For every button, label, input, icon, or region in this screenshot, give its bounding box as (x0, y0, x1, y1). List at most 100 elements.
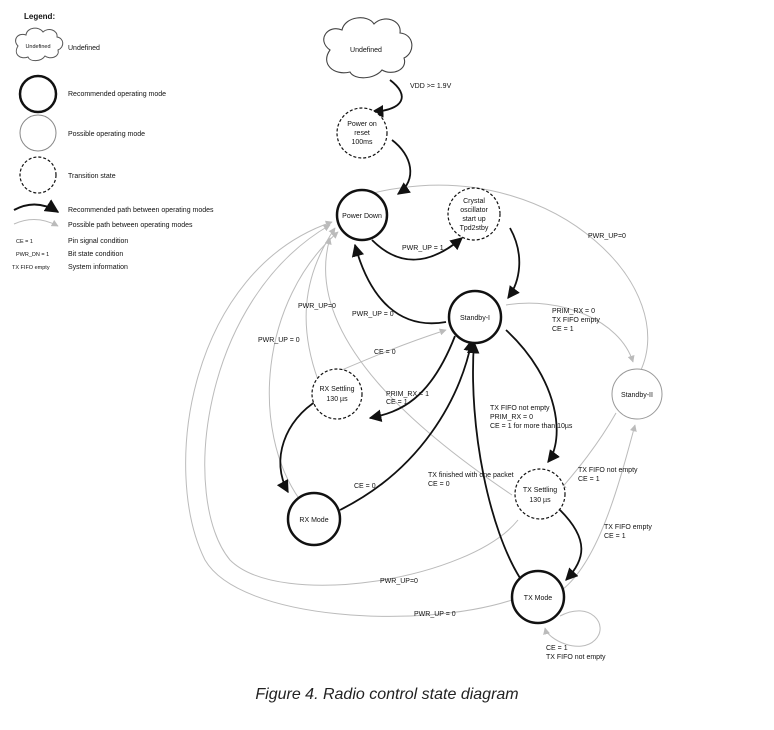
path-tx-mode-self-loop (543, 610, 601, 647)
label-tx-finished-line-1: TX finished with one packet (428, 472, 514, 479)
standby-i-label: Standby-I (460, 315, 490, 322)
label-pwr-up-0-rxsettle: PWR_UP=0 (298, 303, 336, 310)
label-vdd: VDD >= 1.9V (410, 83, 452, 90)
legend-possible-path-label: Possible path between operating modes (68, 222, 193, 229)
path-tx-mode-to-standby-i (466, 340, 521, 579)
power-on-reset-circle (336, 107, 388, 159)
legend-recommended-path-label: Recommended path between operating modes (68, 207, 214, 214)
legend-pin-signal-label: Pin signal condition (68, 238, 128, 245)
legend-cloud-text: Undefined (25, 44, 50, 50)
label-to-tx-settle-line-3: CE = 1 for more than 10µs (490, 423, 573, 430)
legend-transition-state-shape (19, 156, 57, 194)
label-pwr-up-1: PWR_UP = 1 (402, 245, 444, 252)
path-standby-i-to-power-down (351, 243, 447, 325)
path-power-down-to-crystal (371, 237, 463, 261)
state-rx-mode: RX Mode (286, 491, 342, 547)
standby-ii-circle (611, 368, 663, 420)
label-to-tx-settle-line-2: PRIM_RX = 0 (490, 414, 533, 421)
legend-cloud-shape (15, 27, 64, 62)
standby-i-circle (447, 289, 503, 345)
recommended-paths (276, 79, 583, 581)
transition-labels: VDD >= 1.9V PWR_UP = 1 PWR_UP=0 PWR_UP =… (258, 83, 652, 661)
undefined-state-label: Undefined (350, 47, 382, 54)
state-tx-mode: TX Mode (510, 569, 566, 625)
legend-title: Legend: (24, 12, 55, 21)
label-pwr-up-0-txsettle: PWR_UP=0 (380, 578, 418, 585)
path-standby-i-to-rx-settle (368, 335, 456, 422)
label-tx-self-loop-line-2: TX FIFO not empty (546, 654, 606, 661)
legend-bit-state-key: PWR_DN = 1 (16, 252, 49, 258)
label-prim-rx-1-line-2: CE = 1 (386, 399, 408, 406)
state-rx-settling: RX Settling 130 µs (311, 368, 363, 420)
state-tx-settling: TX Settling 130 µs (514, 468, 566, 520)
legend-bit-state-label: Bit state condition (68, 251, 123, 258)
label-stby2-to-txsettle-line-2: CE = 1 (578, 476, 600, 483)
label-tx-self-loop-line-1: CE = 1 (546, 645, 568, 652)
label-to-standby-ii-line-2: TX FIFO empty (552, 317, 600, 324)
label-pwr-up-0-txmode: PWR_UP = 0 (414, 611, 456, 618)
rx-settling-line-2: 130 µs (326, 396, 348, 403)
state-standby-i: Standby-I (447, 289, 503, 345)
label-to-standby-ii-line-3: CE = 1 (552, 326, 574, 333)
path-standby-i-to-standby-ii (505, 302, 635, 363)
path-rx-settle-to-rx-mode (276, 399, 319, 494)
label-stby2-to-txsettle-line-1: TX FIFO not empty (578, 467, 638, 474)
path-rx-settle-to-power-down (305, 227, 336, 381)
state-power-on-reset: Power on reset 100ms (336, 107, 388, 159)
state-standby-ii: Standby-II (611, 368, 663, 420)
path-rx-mode-to-power-down (268, 231, 339, 501)
rx-mode-label: RX Mode (299, 517, 328, 524)
standby-ii-label: Standby-II (621, 392, 653, 399)
legend-undefined-label: Undefined (68, 45, 100, 52)
figure-caption: Figure 4. Radio control state diagram (255, 686, 519, 703)
path-tx-settle-to-power-down-outer (204, 224, 519, 586)
legend: Legend: Undefined Undefined Recommended … (12, 12, 214, 271)
path-tx-settle-to-power-down (324, 237, 513, 496)
legend-system-info-key: TX FIFO empty (12, 265, 50, 271)
path-standby-i-to-tx-settle (505, 329, 560, 463)
rx-settling-circle (311, 368, 363, 420)
legend-pin-signal-key: CE = 1 (16, 239, 33, 245)
tx-settling-line-1: TX Settling (523, 487, 557, 494)
rx-mode-circle (286, 491, 342, 547)
legend-recommended-path-arrow (13, 199, 60, 213)
tx-mode-label: TX Mode (524, 595, 553, 602)
possible-paths (185, 184, 649, 647)
label-pwr-up-0-rx: PWR_UP = 0 (258, 337, 300, 344)
crystal-oscillator-circle (447, 187, 501, 241)
power-down-circle (335, 188, 389, 242)
label-pwr-up-0-standby: PWR_UP = 0 (352, 311, 394, 318)
path-rx-mode-to-standby-i (339, 338, 476, 511)
crystal-line-3: start up (462, 216, 485, 223)
power-on-reset-line-1: Power on (347, 121, 377, 128)
tx-mode-circle (510, 569, 566, 625)
state-crystal-oscillator: Crystal oscillator start up Tpd2stby (447, 187, 501, 241)
crystal-line-2: oscillator (460, 207, 488, 214)
legend-transition-state-label: Transition state (68, 173, 116, 180)
path-rx-settle-to-standby-i (329, 328, 447, 376)
state-power-down: Power Down (335, 188, 389, 242)
label-ce0-rxsettle: CE = 0 (374, 349, 396, 356)
path-crystal-to-standby-i (507, 227, 521, 300)
legend-recommended-mode-label: Recommended operating mode (68, 91, 166, 98)
state-undefined: Undefined (323, 17, 413, 79)
label-txmode-to-stby2-line-2: CE = 1 (604, 533, 626, 540)
label-pwr-up-0-top: PWR_UP=0 (588, 233, 626, 240)
legend-system-info-label: System information (68, 264, 128, 271)
legend-possible-mode-shape (19, 114, 57, 152)
path-tx-settle-to-tx-mode (559, 509, 583, 581)
label-to-tx-settle-line-1: TX FIFO not empty (490, 405, 550, 412)
label-prim-rx-1-line-1: PRIM_RX = 1 (386, 391, 429, 398)
label-tx-finished-line-2: CE = 0 (428, 481, 450, 488)
path-tx-mode-to-power-down-outer (185, 220, 513, 617)
tx-settling-line-2: 130 µs (529, 497, 551, 504)
crystal-line-1: Crystal (463, 198, 485, 205)
crystal-line-4: Tpd2stby (460, 225, 489, 232)
rx-settling-line-1: RX Settling (319, 386, 354, 393)
label-ce0-rxmode: CE = 0 (354, 483, 376, 490)
power-on-reset-line-3: 100ms (351, 139, 373, 146)
legend-recommended-mode-shape (18, 74, 58, 114)
label-to-standby-ii-line-1: PRIM_RX = 0 (552, 308, 595, 315)
path-power-on-to-power-down (391, 139, 412, 195)
